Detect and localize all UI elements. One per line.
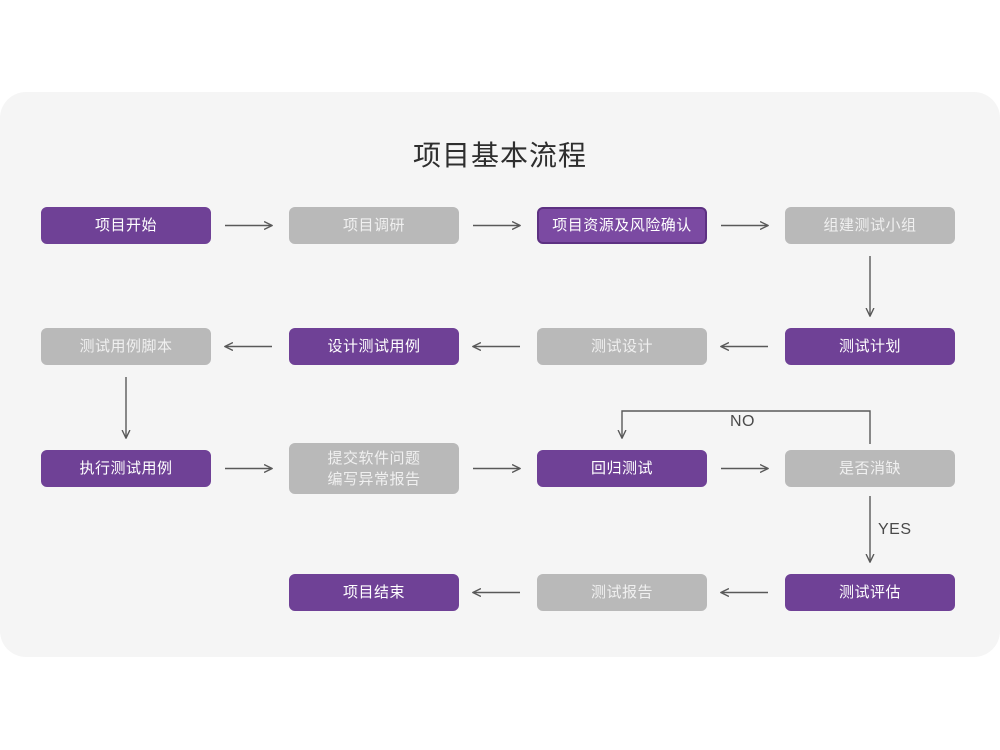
flow-node-n3[interactable]: 项目资源及风险确认 [537,207,707,244]
flow-node-label: 设计测试用例 [327,338,421,355]
flow-node-label: 提交软件问题 编写异常报告 [327,449,421,488]
flow-node-n5[interactable]: 测试用例脚本 [41,328,211,365]
flow-node-label: 执行测试用例 [79,460,173,477]
flow-node-label: 测试报告 [590,584,653,601]
flow-node-label: 组建测试小组 [823,217,917,234]
page-title: 项目基本流程 [412,140,587,171]
edge-label-yes: YES [878,521,912,538]
flow-node-label: 回归测试 [590,460,653,477]
flowchart-panel [0,92,1000,657]
flow-node-n6[interactable]: 设计测试用例 [289,328,459,365]
flow-node-n15[interactable]: 测试评估 [785,574,955,611]
flow-node-n13[interactable]: 项目结束 [289,574,459,611]
flow-node-n1[interactable]: 项目开始 [41,207,211,244]
flow-node-n4[interactable]: 组建测试小组 [785,207,955,244]
flow-node-n9[interactable]: 执行测试用例 [41,450,211,487]
edge-label-no: NO [730,413,755,430]
flow-node-label: 测试计划 [838,338,901,355]
flow-node-n7[interactable]: 测试设计 [537,328,707,365]
flow-node-label: 项目调研 [342,217,405,234]
flow-node-label: 项目资源及风险确认 [552,217,692,234]
flow-node-n10[interactable]: 提交软件问题 编写异常报告 [289,443,459,494]
flow-node-n11[interactable]: 回归测试 [537,450,707,487]
flow-node-label: 是否消缺 [838,460,901,477]
flow-node-label: 项目结束 [342,584,405,601]
flow-node-n14[interactable]: 测试报告 [537,574,707,611]
flow-node-n2[interactable]: 项目调研 [289,207,459,244]
flow-node-label: 测试用例脚本 [79,338,173,355]
flow-node-n8[interactable]: 测试计划 [785,328,955,365]
flow-node-n12[interactable]: 是否消缺 [785,450,955,487]
flow-node-label: 测试评估 [838,584,901,601]
flow-node-label: 项目开始 [94,217,157,234]
flow-node-label: 测试设计 [590,338,653,355]
